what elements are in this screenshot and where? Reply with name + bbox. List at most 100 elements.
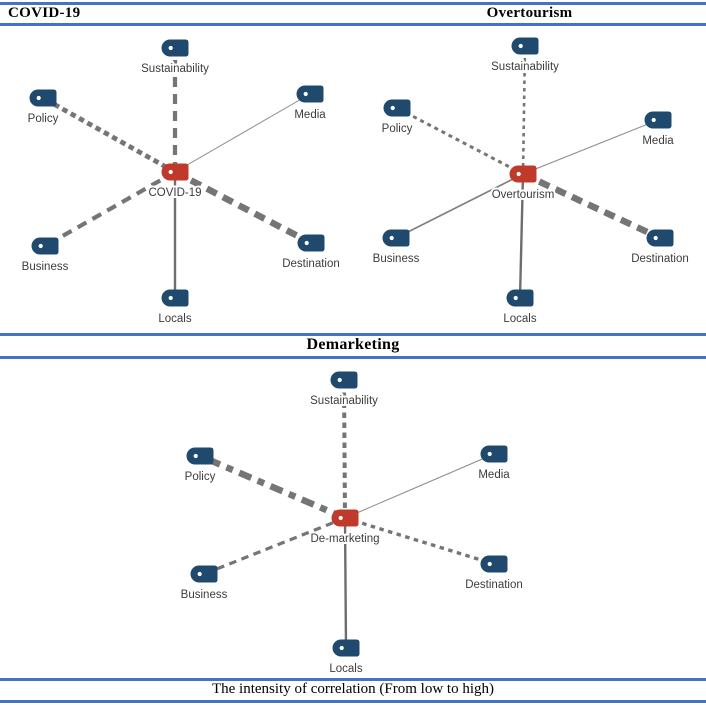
node-business: Business (371, 229, 422, 267)
node-destination: Destination (629, 229, 691, 267)
node-center-demarketing: De-marketing (308, 509, 382, 547)
tag-dot-icon (513, 295, 518, 301)
divider-line-above-caption (0, 678, 706, 681)
tag-dot-icon (38, 243, 43, 249)
tag-dot-icon (168, 169, 173, 175)
tag-shape-icon (511, 37, 539, 55)
node-label: Policy (382, 123, 413, 135)
edge-covid-business (43, 170, 177, 248)
tag-shape-icon (297, 234, 325, 252)
node-label: Policy (185, 471, 216, 483)
tag-dot-icon (303, 91, 308, 97)
node-label: Media (478, 469, 510, 481)
tag-dot-icon (36, 95, 41, 101)
tag-shape-icon (383, 99, 411, 117)
tag-dot-icon (390, 105, 395, 111)
node-media: Media (476, 445, 512, 483)
node-label: Business (373, 253, 420, 265)
tag-shape-icon (161, 163, 189, 181)
tag-shape-icon (509, 165, 537, 183)
tag-dot-icon (339, 645, 344, 651)
divider-line-bottom (0, 700, 706, 703)
node-label: Sustainability (491, 61, 559, 73)
divider-line-under-demarketing-title (0, 356, 706, 359)
node-media: Media (292, 85, 328, 123)
node-sustainability: Sustainability (489, 37, 561, 75)
node-center-overtourism: Overtourism (490, 165, 556, 203)
tag-dot-icon (651, 117, 656, 123)
tag-dot-icon (518, 43, 523, 49)
edge-overtourism-destination (521, 171, 662, 241)
tag-shape-icon (161, 289, 189, 307)
edge-covid-media (174, 93, 311, 173)
node-destination: Destination (280, 234, 342, 272)
node-label: Locals (158, 313, 191, 325)
tag-shape-icon (29, 89, 57, 107)
tag-dot-icon (304, 240, 309, 246)
edge-demarketing-locals (343, 517, 348, 649)
node-business: Business (179, 565, 230, 603)
divider-line-above-demarketing (0, 333, 706, 336)
node-label: Destination (631, 253, 689, 265)
tag-shape-icon (186, 447, 214, 465)
node-locals: Locals (327, 639, 365, 677)
edge-overtourism-policy (396, 106, 524, 176)
edge-covid-policy (41, 95, 177, 175)
node-label: Overtourism (492, 189, 555, 201)
panel-title-demarketing: Demarketing (306, 336, 400, 353)
node-label: Media (294, 109, 326, 121)
tag-shape-icon (190, 565, 218, 583)
node-locals: Locals (156, 289, 194, 327)
tag-dot-icon (653, 235, 658, 241)
node-label: Sustainability (141, 63, 209, 75)
node-label: COVID-19 (148, 187, 201, 199)
tag-dot-icon (338, 515, 343, 521)
node-label: Media (642, 135, 674, 147)
tag-shape-icon (330, 371, 358, 389)
node-label: Business (22, 261, 69, 273)
tag-shape-icon (382, 229, 410, 247)
node-sustainability: Sustainability (308, 371, 380, 409)
node-destination: Destination (463, 555, 525, 593)
tag-shape-icon (332, 639, 360, 657)
edge-overtourism-sustainability (521, 45, 527, 175)
panel-title-covid19: COVID-19 (8, 5, 81, 21)
node-policy: Policy (380, 99, 415, 137)
tag-dot-icon (197, 571, 202, 577)
tag-shape-icon (480, 555, 508, 573)
node-business: Business (20, 237, 71, 275)
edge-demarketing-media (344, 453, 495, 519)
tag-dot-icon (168, 295, 173, 301)
panel-title-overtourism: Overtourism (486, 5, 573, 21)
node-sustainability: Sustainability (139, 39, 211, 77)
tag-dot-icon (389, 235, 394, 241)
tag-shape-icon (331, 509, 359, 527)
tag-dot-icon (168, 45, 173, 51)
tag-shape-icon (161, 39, 189, 57)
node-media: Media (640, 111, 676, 149)
edge-overtourism-media (522, 119, 659, 175)
node-label: Destination (465, 579, 523, 591)
edge-demarketing-business (203, 516, 346, 576)
node-label: Sustainability (310, 395, 378, 407)
figure-caption-intensity-legend: The intensity of correlation (From low t… (211, 681, 495, 697)
node-label: De-marketing (310, 533, 379, 545)
tag-dot-icon (487, 451, 492, 457)
tag-shape-icon (31, 237, 59, 255)
tag-shape-icon (646, 229, 674, 247)
tag-dot-icon (516, 171, 521, 177)
node-label: Policy (28, 113, 59, 125)
divider-line-under-top-titles (0, 23, 706, 26)
node-policy: Policy (183, 447, 218, 485)
divider-line-top (0, 2, 706, 5)
edge-overtourism-business (395, 173, 524, 239)
tag-shape-icon (506, 289, 534, 307)
node-policy: Policy (26, 89, 61, 127)
node-label: Destination (282, 258, 340, 270)
tag-shape-icon (644, 111, 672, 129)
tag-shape-icon (480, 445, 508, 463)
